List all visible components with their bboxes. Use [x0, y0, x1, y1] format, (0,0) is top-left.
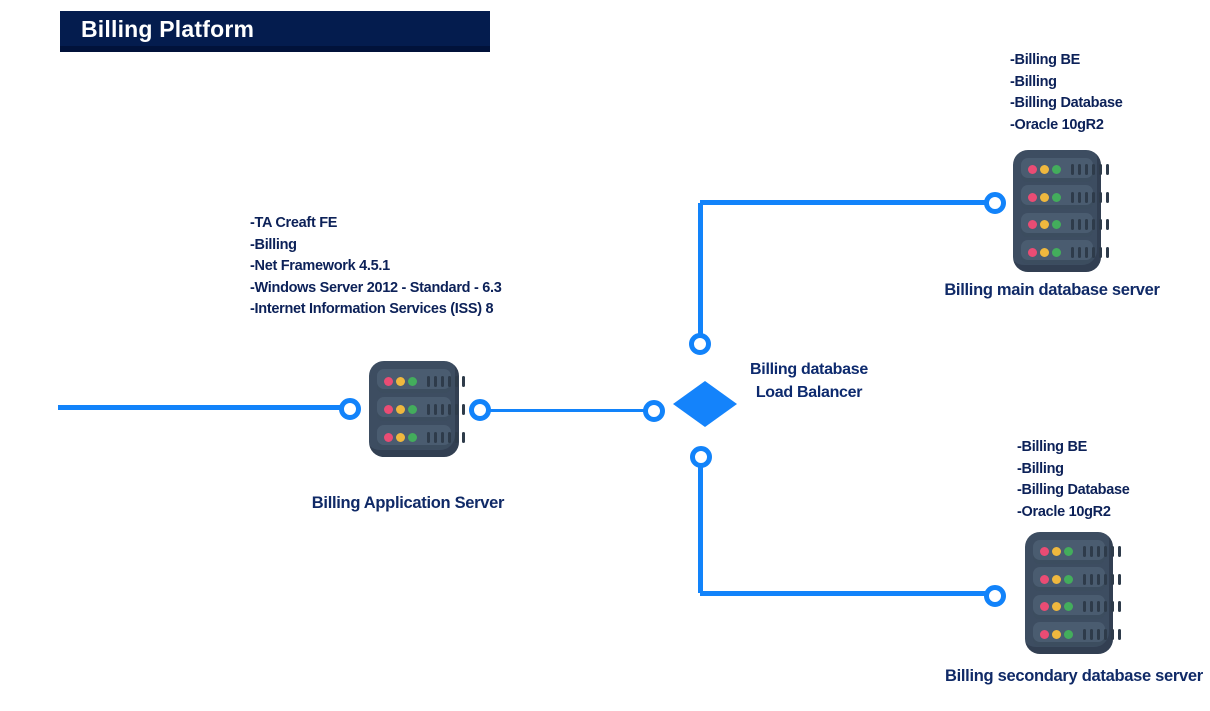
server-row: [377, 369, 465, 393]
connection-point-icon: [689, 333, 711, 355]
server-row: [1033, 539, 1121, 564]
annotation-line: -Billing BE: [1017, 439, 1088, 455]
server-row: [1033, 594, 1121, 619]
server-row: [1021, 240, 1109, 265]
annotation-line: -Oracle 10gR2: [1017, 503, 1111, 520]
annotation-line: -Net Framework 4.5.1: [250, 258, 390, 274]
annotation-line: -Billing Database: [1010, 95, 1123, 111]
load-balancer-label: Billing database Load Balancer: [718, 358, 900, 404]
connector-line-top-horizontal: [700, 200, 987, 205]
connector-line-left: [58, 405, 341, 410]
annotation-line: -TA Creaft FE: [250, 215, 338, 231]
secondary-db-server-label: Billing secondary database server: [945, 667, 1203, 685]
load-balancer-label-line1: Billing database: [750, 361, 868, 378]
annotation-line: -Oracle 10gR2: [1010, 116, 1104, 133]
annotation-line: -Billing: [1017, 460, 1064, 477]
annotation-line: -Billing BE: [1010, 52, 1081, 68]
header-banner: Billing Platform: [60, 11, 490, 52]
page-title: Billing Platform: [81, 16, 255, 42]
connection-point-icon: [469, 399, 491, 421]
annotation-line: -Windows Server 2012 - Standard - 6.3: [250, 279, 502, 296]
secondary-db-server-rack-icon: [1025, 532, 1121, 654]
connection-point-icon: [984, 585, 1006, 607]
app-server-annotations: -TA Creaft FE -Billing -Net Framework 4.…: [250, 213, 502, 321]
connection-point-icon: [984, 192, 1006, 214]
connector-line-bottom-vertical: [698, 466, 703, 593]
server-row: [1021, 212, 1109, 237]
server-row: [1021, 185, 1109, 210]
main-db-server-label: Billing main database server: [944, 281, 1160, 299]
server-row: [1021, 157, 1109, 182]
server-row: [377, 397, 465, 421]
annotation-line: -Billing Database: [1017, 482, 1130, 498]
secondary-db-annotations: -Billing BE -Billing -Billing Database -…: [1017, 437, 1130, 523]
app-server-rack-icon: [369, 361, 465, 457]
annotation-line: -Internet Information Services (ISS) 8: [250, 301, 494, 317]
main-db-annotations: -Billing BE -Billing -Billing Database -…: [1010, 50, 1123, 136]
annotation-line: -Billing: [250, 236, 297, 253]
server-row: [1033, 622, 1121, 647]
connection-point-icon: [690, 446, 712, 468]
server-row: [1033, 567, 1121, 592]
connection-point-icon: [339, 398, 361, 420]
connection-point-icon: [643, 400, 665, 422]
connector-line-bottom-horizontal: [700, 591, 988, 596]
load-balancer-label-line2: Load Balancer: [755, 384, 863, 401]
main-db-server-rack-icon: [1013, 150, 1109, 272]
connector-line-app-to-lb: [488, 409, 646, 412]
server-row: [377, 425, 465, 449]
annotation-line: -Billing: [1010, 73, 1057, 90]
app-server-label: Billing Application Server: [311, 494, 505, 512]
connector-line-top-vertical: [698, 203, 703, 336]
